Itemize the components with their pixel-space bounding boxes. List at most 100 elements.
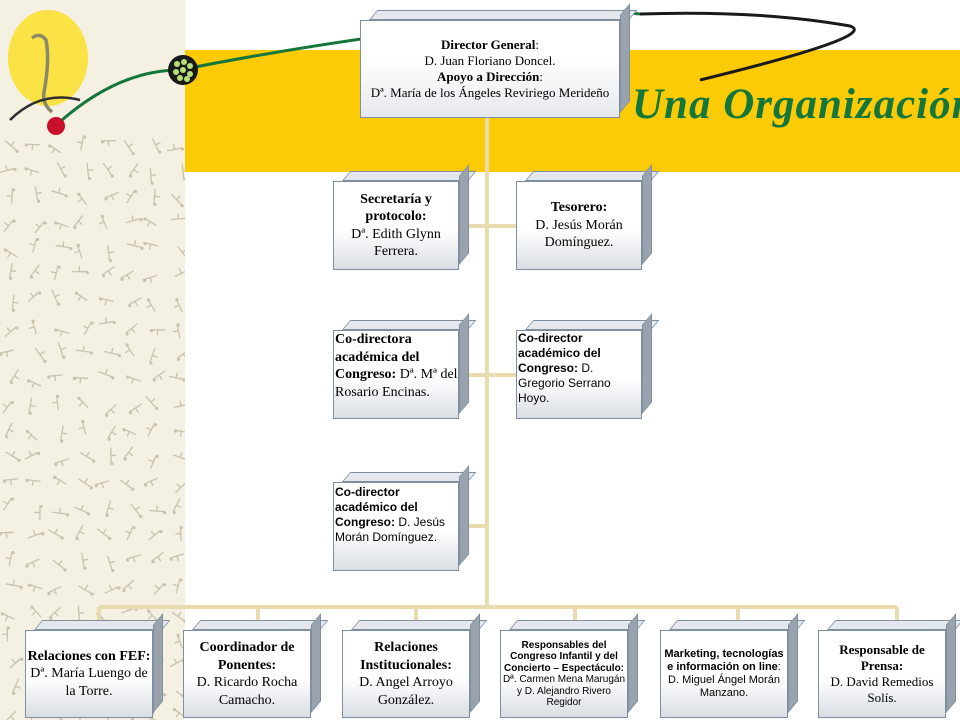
marketing-role: Marketing, tecnologías e información on … [664,647,784,673]
pattern-figure [78,478,92,488]
pattern-figure [12,678,21,694]
pattern-figure-head [66,513,70,517]
pattern-figure-head [63,174,67,178]
slide-title: Una Organización [632,81,960,128]
pattern-figure [177,246,185,257]
pattern-figure-head [153,202,157,206]
pattern-figure-head [131,487,135,491]
decorative-left-strip [0,0,185,720]
pattern-figure-head [0,612,5,616]
support-name: Dª. María de los Ángeles Reviriego Merid… [370,85,610,101]
director-role: Director General [440,36,536,52]
pattern-figure [98,369,113,378]
pattern-figure-head [151,560,155,564]
pattern-figure [102,162,113,176]
pattern-figure-head [56,302,61,306]
pattern-figure [149,329,166,336]
pattern-figure [170,213,185,220]
pattern-figure-head [152,378,156,382]
pattern-figure-head [54,462,58,467]
pattern-figure [107,555,116,571]
pattern-figure [104,584,119,594]
pattern-figure-head [15,326,19,330]
pattern-figure-head [182,378,185,382]
pattern-figure [34,185,43,201]
pattern-figure [9,657,22,669]
pattern-figure-head [49,616,53,620]
pattern-figure-head [122,589,126,593]
pattern-figure [5,550,13,567]
pattern-figure [71,266,88,273]
pattern-figure [48,528,62,538]
pattern-figure-head [81,419,85,424]
responsable-prensa-box: Responsable de Prensa:D. David Remedios … [818,613,960,718]
pattern-figure [29,264,40,277]
pattern-figure [57,342,67,357]
pattern-figure-head [110,461,114,466]
pattern-figure [173,400,185,409]
pattern-figure [2,401,13,414]
pattern-figure-head [9,276,13,280]
pattern-figure-head [180,203,184,208]
pattern-figure [126,240,142,248]
pattern-figure [24,450,39,460]
box-side-face [620,3,630,113]
pattern-figure [171,611,185,621]
responsables-congreso-box: Responsables del Congreso Infantil y del… [500,613,646,718]
pattern-figure-head [128,303,132,308]
pattern-figure [104,191,119,201]
pattern-figure [0,531,15,539]
codirector-jesus-box: Co-director académico del Congreso: D. J… [333,465,477,571]
pattern-figure-head [19,585,23,590]
pattern-figure-head [159,530,163,534]
pattern-figure-head [108,536,112,541]
red-seed-icon [47,117,65,135]
pattern-figure-head [15,149,19,153]
pattern-figure [55,241,71,249]
pattern-figure [125,323,138,334]
pattern-figure-head [77,396,81,400]
pattern-figure [34,504,41,521]
pattern-figure-head [25,564,29,568]
pattern-figure-head [85,271,89,275]
pattern-figure [105,404,117,415]
pattern-figure [5,140,17,151]
relaciones-fef-box: Relaciones con FEF:Dª. María Luengo de l… [25,613,171,718]
pattern-figure-head [43,359,47,363]
pattern-figure-head [143,217,147,221]
director-name: D. Juan Floriano Doncel. [424,52,556,68]
marketing-box: Marketing, tecnologías e información on … [660,613,806,718]
pattern-figure-head [27,379,31,383]
pattern-figure-head [128,411,133,415]
pattern-figure-head [0,532,3,536]
pattern-figure-head [77,192,81,196]
pattern-figure [28,397,36,413]
pattern-figure [56,162,66,176]
pattern-figure-head [126,375,130,379]
pattern-figure [73,504,89,514]
pattern-figure [35,348,45,362]
pattern-figure [82,321,92,336]
pattern-figure-head [150,181,154,185]
pattern-figure-head [43,221,47,225]
pattern-figure-head [111,376,115,380]
pattern-figure-head [175,298,179,302]
pattern-figure-head [99,297,103,301]
pattern-figure [128,297,142,307]
pattern-figure-head [169,557,173,561]
pattern-figure [79,451,94,461]
pattern-figure-head [112,320,116,325]
pattern-figure-head [63,568,67,572]
pattern-figure-head [143,483,148,487]
pattern-figure-head [83,566,87,570]
pattern-figure-head [30,605,34,609]
pattern-figure-head [180,147,184,151]
pattern-figure-head [117,354,122,358]
pattern-figure-head [134,189,138,194]
pattern-figure [50,265,59,281]
pattern-figure-head [10,401,15,405]
pattern-figure-head [172,510,176,515]
pattern-figure-head [129,174,133,178]
pattern-figure-head [140,246,144,250]
pattern-figure-head [179,578,183,582]
